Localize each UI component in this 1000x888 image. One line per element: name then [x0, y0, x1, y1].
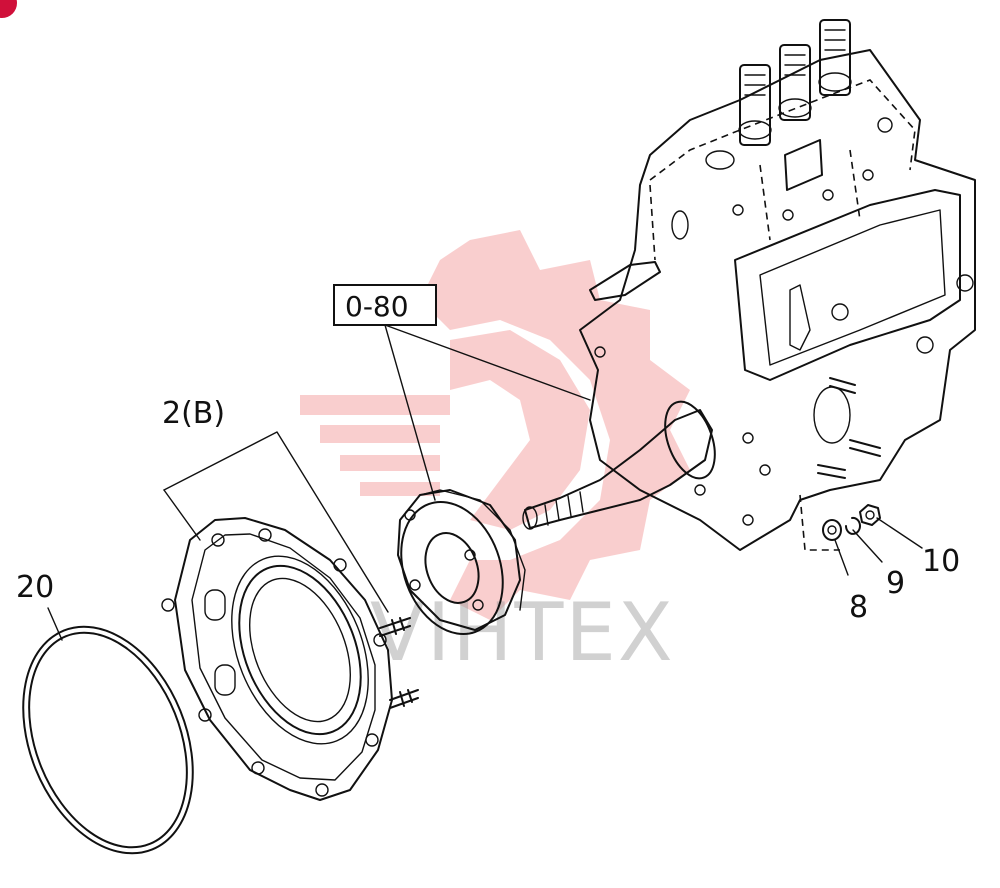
nut-part [859, 504, 881, 526]
callout-nut: 10 [922, 544, 960, 579]
reference-box-label: 0-80 [345, 290, 409, 323]
housing-cover-part [161, 517, 419, 801]
lock-washer-part [845, 516, 861, 535]
leader-lines [47, 324, 923, 641]
callout-o-ring: 20 [16, 570, 54, 605]
callout-lock-washer: 9 [886, 566, 905, 601]
coupling-disc-part [397, 489, 526, 635]
callout-housing: 2(B) [162, 396, 225, 431]
watermark-gear-logo [300, 230, 690, 620]
injection-pump-body [579, 19, 976, 551]
washer-part [822, 519, 842, 541]
watermark-text: VIHTEX [370, 586, 675, 679]
callout-washer: 8 [849, 590, 868, 625]
reference-box [333, 284, 437, 326]
corner-badge [0, 0, 17, 18]
o-ring-part [22, 625, 194, 855]
drive-shaft-part [522, 400, 716, 530]
